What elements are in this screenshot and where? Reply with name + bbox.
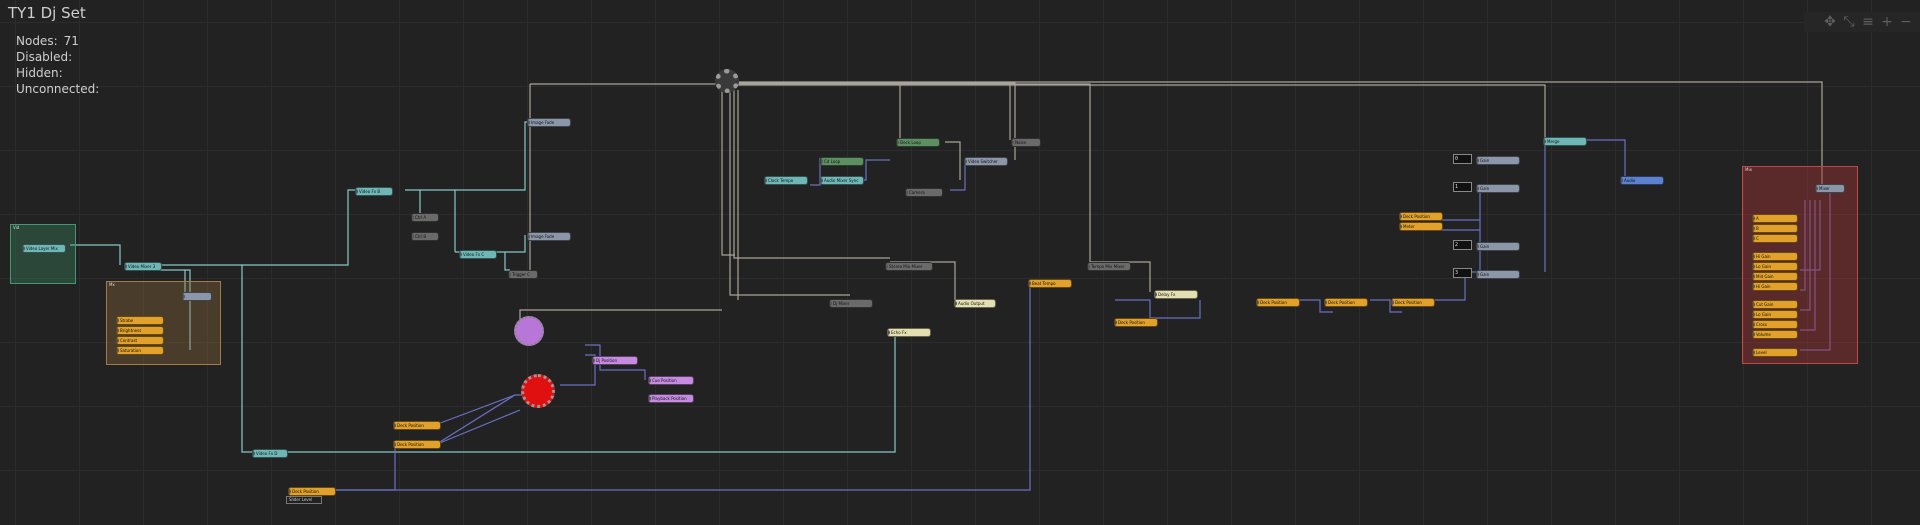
slot-value-b[interactable]: 1 <box>1453 182 1472 192</box>
node-video-switcher[interactable]: Video Switcher <box>964 157 1008 166</box>
node-merge[interactable]: Merge <box>1543 137 1587 146</box>
node-deck-position-c[interactable]: Deck Position <box>288 487 336 496</box>
recorder-node[interactable] <box>514 316 544 346</box>
node-meter[interactable]: Meter <box>1399 222 1443 231</box>
expand-icon[interactable]: ⤡ <box>1843 14 1855 30</box>
node-video-mixer[interactable]: Video Mixer 3 <box>124 262 162 271</box>
disabled-count-label: Disabled: <box>16 50 73 64</box>
node-audio-mix-hub[interactable] <box>182 292 212 301</box>
node-deck-position-h[interactable]: Deck Position <box>1399 212 1443 221</box>
node-audio-out[interactable]: Audio <box>1620 176 1664 185</box>
node-deck-position-b[interactable]: Deck Position <box>393 440 441 449</box>
plus-icon[interactable]: + <box>1881 14 1893 30</box>
node-stereo-mix-mixer[interactable]: Stereo Mix Mixer <box>885 262 933 271</box>
node-deck-position-g[interactable]: Deck Position <box>1391 298 1435 307</box>
group-video-source-title: Vid <box>13 225 20 230</box>
node-mixer-lo-gain-2[interactable]: Lo Gain <box>1752 310 1798 319</box>
node-gain-a[interactable]: Gain <box>1476 156 1520 165</box>
node-cue-position[interactable]: Cue Position <box>648 376 694 385</box>
node-mixer-hi-gain[interactable]: Hi Gain <box>1752 252 1798 261</box>
nodes-count-label: Nodes: <box>16 34 58 48</box>
node-mixer-lo-gain[interactable]: Lo Gain <box>1752 262 1798 271</box>
node-audio-output-a[interactable]: Audio Output <box>954 299 996 308</box>
view-toolbar: ✥ ⤡ ≡ + − <box>1804 12 1920 32</box>
minus-icon[interactable]: − <box>1900 14 1912 30</box>
node-noise[interactable]: Noise <box>1011 138 1041 147</box>
node-mixer-b[interactable]: B <box>1752 224 1798 233</box>
group-video-source[interactable]: Vid <box>10 224 76 284</box>
node-mixer-a[interactable]: A <box>1752 214 1798 223</box>
node-deck-position-f[interactable]: Deck Position <box>1324 298 1368 307</box>
node-mixer-level[interactable]: Level <box>1752 348 1798 357</box>
node-clock-tempo[interactable]: Clock Tempo <box>764 176 808 185</box>
node-mixer-main[interactable]: Mixer <box>1815 184 1845 193</box>
hidden-count-label: Hidden: <box>16 66 63 80</box>
group-mixer-controls-title: Mix <box>1745 167 1752 172</box>
node-video-fx-b[interactable]: Video Fx B <box>355 187 393 196</box>
node-ctrl-b[interactable]: Ctrl B <box>411 232 439 241</box>
node-deck-loop[interactable]: Deck Loop <box>896 138 940 147</box>
node-mixer-cut-gain[interactable]: Cut Gain <box>1752 300 1798 309</box>
nodes-count-value: 71 <box>63 34 79 48</box>
node-audio-mixer-sync[interactable]: Audio Mixer Sync <box>820 176 864 185</box>
node-video-fx-d[interactable]: Video Fx D <box>252 449 288 458</box>
node-strobe[interactable]: Strobe <box>116 316 164 325</box>
slot-value-a[interactable]: 0 <box>1453 154 1472 164</box>
node-video-fx-c[interactable]: Video Fx C <box>459 250 497 259</box>
node-deck-position-a[interactable]: Deck Position <box>393 421 441 430</box>
global-parameters-icon[interactable] <box>715 69 739 93</box>
hamburger-icon[interactable]: ≡ <box>1862 14 1874 30</box>
node-image-fade-b[interactable]: Image Fade <box>527 232 571 241</box>
node-brightness[interactable]: Brightness <box>116 326 164 335</box>
node-deck-position-d[interactable]: Deck Position <box>1114 318 1158 327</box>
node-camera[interactable]: Camera <box>905 188 943 197</box>
node-trigger-c[interactable]: Trigger C <box>508 270 538 279</box>
slot-value-d[interactable]: 3 <box>1453 268 1472 278</box>
node-gain-c[interactable]: Gain <box>1476 242 1520 251</box>
slot-value-c[interactable]: 2 <box>1453 240 1472 250</box>
node-contrast[interactable]: Contrast <box>116 336 164 345</box>
node-mixer-volume[interactable]: Volume <box>1752 330 1798 339</box>
group-audio-controls-title: Mx <box>109 282 115 287</box>
node-image-fade-a[interactable]: Image Fade <box>527 118 571 127</box>
slider-level-label: Slider Level <box>286 496 322 504</box>
node-ctrl-a[interactable]: Ctrl A <box>411 213 439 222</box>
node-cd-loop[interactable]: Cd Loop <box>820 157 864 166</box>
node-playback-position[interactable]: Playback Position <box>648 394 694 403</box>
node-dj-position[interactable]: Dj Position <box>592 356 638 365</box>
node-dj-mixer-a[interactable]: Dj Mixer <box>829 299 873 308</box>
unconnected-count-label: Unconnected: <box>16 82 100 96</box>
record-button-node[interactable] <box>521 374 555 408</box>
node-mixer-cross[interactable]: Cross <box>1752 320 1798 329</box>
node-saturation[interactable]: Saturation <box>116 346 164 355</box>
graph-stats: Nodes: 71 Disabled: Hidden: Unconnected: <box>16 33 99 97</box>
node-tempo-mix-mixer[interactable]: Tempo Mix Mixer <box>1087 262 1131 271</box>
graph-title: TY1 Dj Set <box>8 4 86 22</box>
node-gain-d[interactable]: Gain <box>1476 270 1520 279</box>
node-beat-tempo[interactable]: Beat Tempo <box>1028 279 1072 288</box>
node-mixer-mid-gain[interactable]: Mid Gain <box>1752 272 1798 281</box>
node-delay-fx[interactable]: Delay Fx <box>1154 290 1198 299</box>
node-mixer-hi-gain-2[interactable]: Hi Gain <box>1752 282 1798 291</box>
node-mixer-c[interactable]: C <box>1752 234 1798 243</box>
node-video-layer-mix[interactable]: Video Layer Mix <box>22 244 66 253</box>
node-gain-b[interactable]: Gain <box>1476 184 1520 193</box>
move-arrows-icon[interactable]: ✥ <box>1824 14 1836 30</box>
node-echo-fx[interactable]: Echo Fx <box>887 328 931 337</box>
node-deck-position-e[interactable]: Deck Position <box>1256 298 1300 307</box>
